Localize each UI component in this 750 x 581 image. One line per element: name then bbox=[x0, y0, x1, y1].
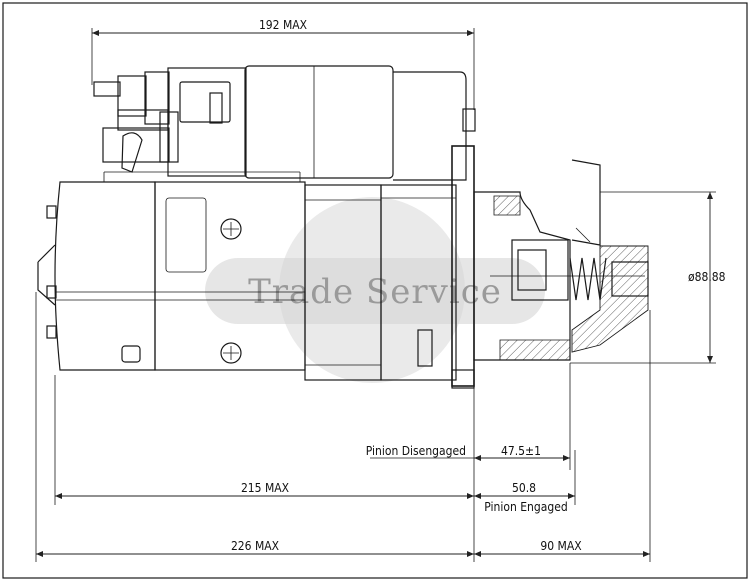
dim-90-max: 90 MAX bbox=[540, 539, 582, 553]
dim-diameter: ø88.88 bbox=[688, 270, 726, 284]
watermark: Trade Service bbox=[205, 197, 545, 383]
pinion-disengaged-label: Pinion Disengaged bbox=[366, 444, 466, 458]
motor-body bbox=[37, 145, 475, 389]
dim-pinion-engaged: 50.8 bbox=[512, 481, 536, 495]
dimension-lines bbox=[35, 28, 716, 562]
dim-215-max: 215 MAX bbox=[241, 481, 290, 495]
dim-192-max: 192 MAX bbox=[259, 18, 308, 32]
pinion-engaged-label: Pinion Engaged bbox=[484, 500, 567, 514]
dim-226-max: 226 MAX bbox=[231, 539, 280, 553]
dim-pinion-disengaged: 47.5±1 bbox=[501, 444, 541, 458]
pinion-assembly bbox=[473, 159, 649, 361]
solenoid bbox=[93, 65, 476, 181]
